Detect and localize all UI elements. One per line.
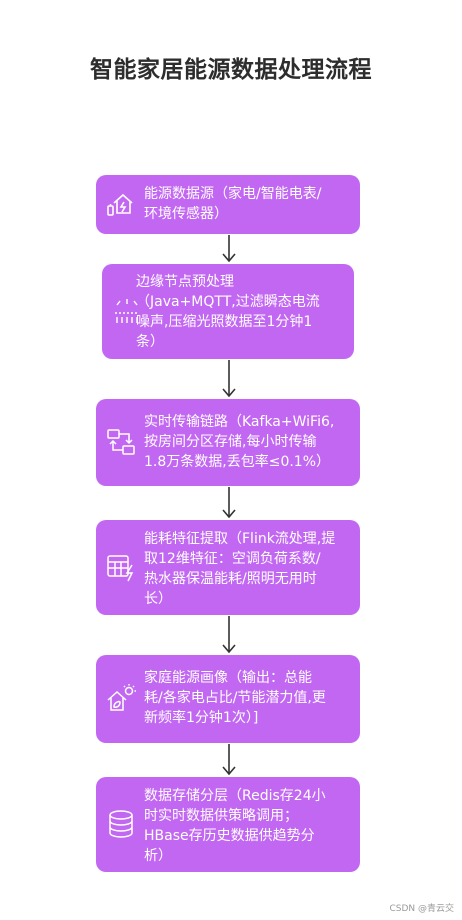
step-text: 能耗特征提取（Flink流处理,提 取12维特征：空调负荷系数/ 热水器保温能耗… (144, 531, 336, 607)
flow-arrow (222, 616, 236, 654)
step-text: 能源数据源（家电/智能电表/ 环境传感器） (144, 186, 322, 222)
transfer-icon (104, 425, 138, 459)
flow-step-energy-source[interactable]: 能源数据源（家电/智能电表/ 环境传感器） (96, 175, 360, 234)
flow-arrow (222, 487, 236, 519)
flow-step-data-storage[interactable]: 数据存储分层（Redis存24小 时实时数据供策略调用； HBase存历史数据供… (96, 777, 360, 872)
page-title: 智能家居能源数据处理流程 (90, 57, 372, 83)
table-energy-icon (104, 550, 138, 584)
home-energy-icon (104, 187, 138, 221)
flow-step-energy-profile[interactable]: 家庭能源画像（输出：总能 耗/各家电占比/节能潜力值,更 新频率1分钟1次）] (96, 655, 360, 743)
flow-step-transmission[interactable]: 实时传输链路（Kafka+WiFi6, 按房间分区存储,每小时传输 1.8万条数… (96, 399, 360, 486)
flow-arrow (222, 235, 236, 263)
step-text: 家庭能源画像（输出：总能 耗/各家电占比/节能潜力值,更 新频率1分钟1次）] (144, 670, 326, 726)
step-text: 数据存储分层（Redis存24小 时实时数据供策略调用； HBase存历史数据供… (144, 788, 326, 864)
step-text: 边缘节点预处理 （Java+MQTT,过滤瞬态电流 噪声,压缩光照数据至1分钟1… (136, 274, 320, 350)
step-text: 实时传输链路（Kafka+WiFi6, 按房间分区存储,每小时传输 1.8万条数… (144, 414, 335, 470)
flow-step-edge-preprocess[interactable]: 边缘节点预处理 （Java+MQTT,过滤瞬态电流 噪声,压缩光照数据至1分钟1… (102, 264, 354, 359)
database-icon (104, 807, 138, 841)
filter-noise-icon (110, 294, 144, 328)
flow-arrow (222, 744, 236, 776)
house-sun-icon (104, 681, 138, 715)
flow-step-feature-extraction[interactable]: 能耗特征提取（Flink流处理,提 取12维特征：空调负荷系数/ 热水器保温能耗… (96, 520, 360, 615)
watermark: CSDN @青云交 (389, 904, 454, 914)
flow-arrow (222, 360, 236, 398)
